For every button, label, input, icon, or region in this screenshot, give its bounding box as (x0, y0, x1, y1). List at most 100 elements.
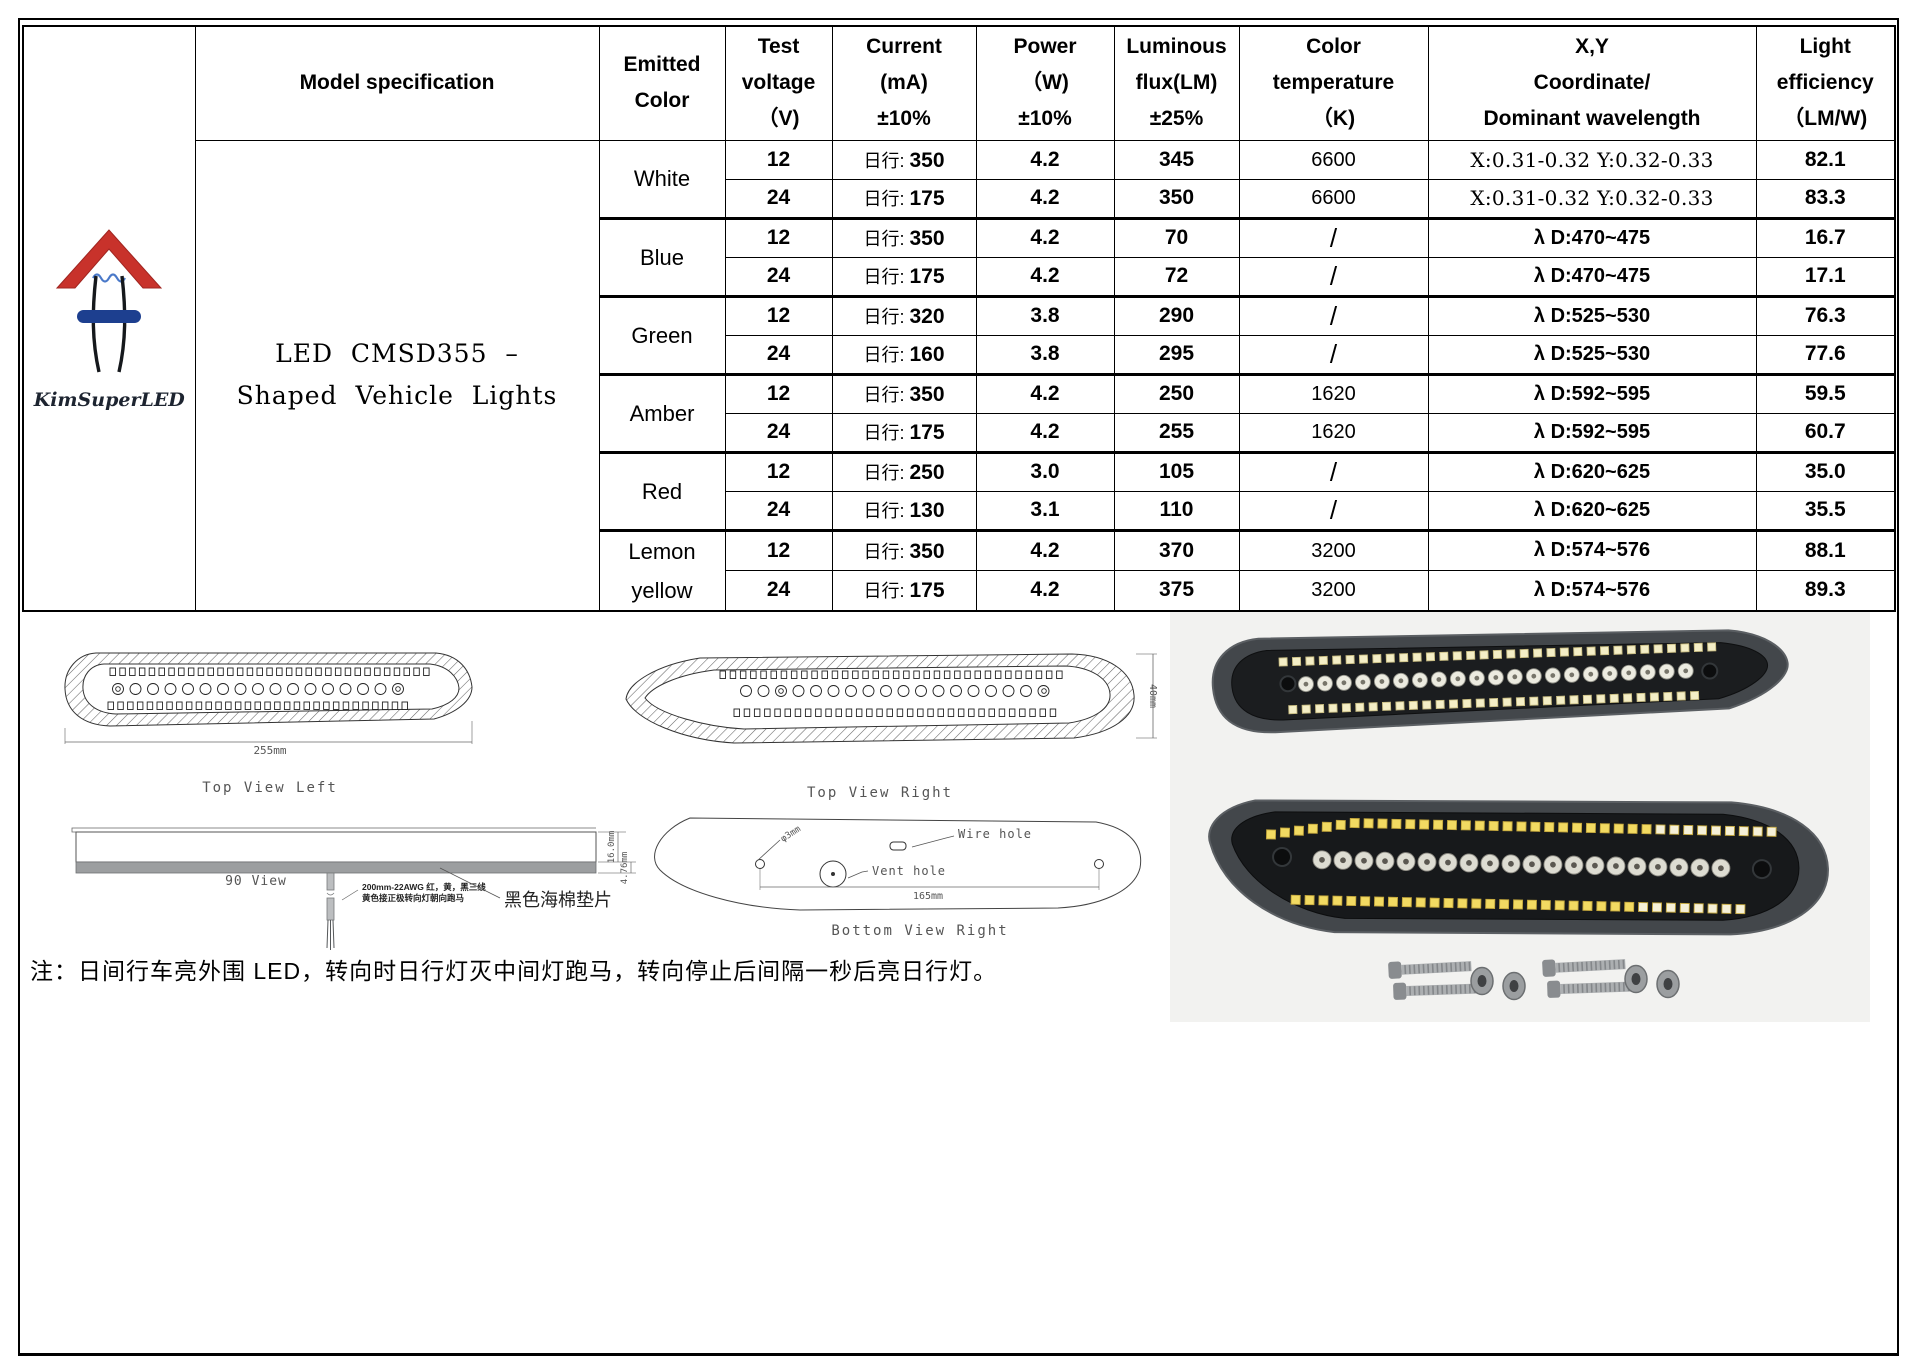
color-cell-blue: Blue (598, 216, 726, 297)
power-cell: 4.2 (975, 528, 1115, 571)
screw (1388, 961, 1472, 979)
voltage-cell: 24 (724, 256, 833, 297)
efficiency-cell: 88.1 (1755, 528, 1896, 571)
table-row: 24 日行:175 4.2 72 / λ D:470~475 17.1 (23, 256, 1896, 297)
temp-cell: / (1238, 216, 1429, 258)
table-row: 24 日行:160 3.8 295 / λ D:525~530 77.6 (23, 334, 1896, 375)
power-cell: 4.2 (975, 569, 1115, 612)
brand-logo-icon (56, 229, 163, 373)
vent-hole-label: Vent hole (872, 864, 946, 878)
sponge-pad (75, 861, 597, 874)
current-cell: 日行:160 (831, 334, 977, 375)
power-cell: 4.2 (975, 256, 1115, 297)
coord-cell: λ D:525~530 (1427, 294, 1757, 336)
screw (1547, 980, 1631, 998)
efficiency-cell: 89.3 (1755, 569, 1896, 612)
drawing-top-view-right: 40mm Top View Right (625, 653, 1158, 801)
efficiency-cell: 83.3 (1755, 178, 1896, 219)
color-cell-green: Green (598, 294, 726, 375)
power-cell: 4.2 (975, 216, 1115, 258)
temp-cell: 6600 (1238, 178, 1429, 219)
voltage-cell: 12 (724, 216, 833, 258)
figure-caption: Bottom View Right (831, 923, 1008, 939)
power-cell: 4.2 (975, 372, 1115, 414)
flux-cell: 255 (1113, 412, 1240, 453)
coord-cell: λ D:592~595 (1427, 412, 1757, 453)
flux-cell: 250 (1113, 372, 1240, 414)
flux-cell: 70 (1113, 216, 1240, 258)
product-photo-lamp-left (1208, 799, 1829, 936)
power-cell: 4.2 (975, 412, 1115, 453)
wire-hole (889, 841, 907, 851)
current-cell: 日行:320 (831, 294, 977, 336)
efficiency-cell: 77.6 (1755, 334, 1896, 375)
efficiency-cell: 35.5 (1755, 490, 1896, 531)
flux-cell: 370 (1113, 528, 1240, 571)
power-cell: 4.2 (975, 178, 1115, 219)
figure-caption: Top View Right (807, 785, 953, 801)
coord-cell: λ D:525~530 (1427, 334, 1757, 375)
power-cell: 4.2 (975, 139, 1115, 180)
color-cell-red: Red (598, 450, 726, 531)
wire-note-line2: 黄色接正极转向灯朝向跑马 (362, 893, 464, 903)
temp-cell: / (1238, 450, 1429, 492)
voltage-cell: 24 (724, 490, 833, 531)
product-photo-lamp-right (1211, 629, 1789, 734)
drawing-bottom-view-right: φ3mm Wire hole Vent hole 165mm Bottom Vi… (654, 817, 1142, 939)
table-row: 24 日行:175 4.2 255 1620 λ D:592~595 60.7 (23, 412, 1896, 453)
current-cell: 日行:175 (831, 178, 977, 219)
current-cell: 日行:350 (831, 216, 977, 258)
nut (1656, 969, 1680, 999)
logo-leg-right (117, 275, 127, 373)
logo-cell: KimSuperLED (22, 25, 196, 611)
sponge-pad-label: 黑色海棉垫片 (504, 890, 612, 910)
temp-cell: / (1238, 256, 1429, 297)
product-photos (1170, 612, 1870, 1022)
coord-cell: λ D:574~576 (1427, 569, 1757, 612)
table-row: Amber 12 日行:350 4.2 250 1620 λ D:592~595… (23, 372, 1896, 453)
efficiency-cell: 16.7 (1755, 216, 1896, 258)
wires (326, 919, 335, 950)
temp-cell: 6600 (1238, 139, 1429, 180)
logo-bar (77, 309, 142, 323)
coord-cell: λ D:470~475 (1427, 256, 1757, 297)
figure-caption: 90 View (225, 874, 287, 889)
voltage-cell: 24 (724, 412, 833, 453)
dimension-label: 165mm (913, 891, 943, 902)
voltage-cell: 12 (724, 450, 833, 492)
table-row: 24 日行:130 3.1 110 / λ D:620~625 35.5 (23, 490, 1896, 531)
nut (1470, 966, 1494, 996)
figure-caption: Top View Left (202, 780, 338, 796)
table-row: LED CMSD355 –Shaped Vehicle Lights White… (23, 139, 1896, 611)
drawing-top-view-left: 255mm Top View Left (64, 652, 473, 796)
power-cell: 3.0 (975, 450, 1115, 492)
lamp-body-side (75, 831, 597, 863)
current-cell: 日行:175 (831, 569, 977, 612)
color-cell-amber: Amber (598, 372, 726, 453)
voltage-cell: 12 (724, 372, 833, 414)
mount-hole-left (755, 859, 765, 869)
wire-note-line1: 200mm-22AWG 红，黄，黑三线 (362, 882, 486, 892)
efficiency-cell: 60.7 (1755, 412, 1896, 453)
led-array (719, 670, 1063, 717)
power-cell: 3.8 (975, 294, 1115, 336)
header-current: Current(mA)±10% (831, 25, 977, 141)
screw (1542, 959, 1626, 977)
dimension-pad: 4.76mm (620, 852, 630, 885)
temp-cell: 3200 (1238, 528, 1429, 571)
header-model: Model specification (194, 25, 600, 141)
page-border (18, 18, 1899, 1356)
coord-cell: λ D:470~475 (1427, 216, 1757, 258)
power-cell: 3.8 (975, 334, 1115, 375)
temp-cell: 3200 (1238, 569, 1429, 612)
flux-cell: 350 (1113, 178, 1240, 219)
table-row: 24 日行:175 4.2 350 6600 X:0.31-0.32 Y:0.3… (23, 178, 1896, 219)
nut (1624, 964, 1648, 994)
coord-cell: λ D:592~595 (1427, 372, 1757, 414)
power-cell: 3.1 (975, 490, 1115, 531)
